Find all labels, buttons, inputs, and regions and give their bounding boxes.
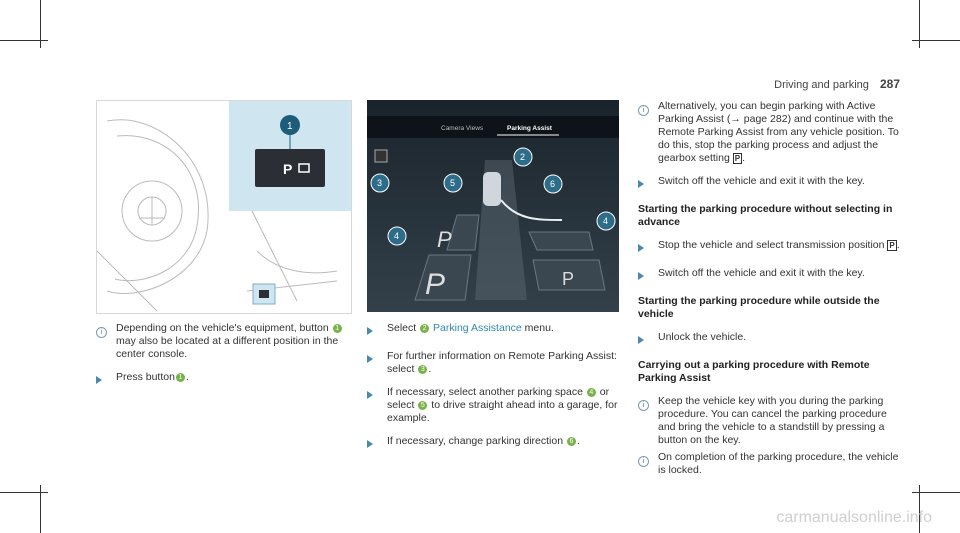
step-block: If necessary, change parking direction 6… — [367, 435, 619, 453]
crop-mark — [40, 485, 41, 533]
note-text: Depending on the vehicle's equipment, bu… — [116, 322, 329, 334]
note-block: i Depending on the vehicle's equipment, … — [96, 322, 350, 361]
step-text-end: menu. — [524, 322, 554, 334]
callout-number: 6 — [567, 437, 576, 446]
crop-mark — [0, 492, 48, 493]
column-3: i Alternatively, you can begin parking w… — [638, 100, 900, 477]
callout-number: 5 — [418, 401, 428, 410]
step-text: Select — [387, 322, 417, 334]
note-block: i Alternatively, you can begin parking w… — [638, 100, 900, 165]
page-number: 287 — [879, 77, 900, 91]
column-1: i Depending on the vehicle's equipment, … — [96, 322, 350, 399]
svg-text:5: 5 — [450, 178, 455, 188]
crop-mark — [919, 485, 920, 533]
svg-text:Parking Assist: Parking Assist — [507, 125, 553, 132]
step-block: For further information on Remote Parkin… — [367, 350, 619, 376]
note-text-end: . — [742, 152, 745, 164]
step-arrow-icon — [367, 391, 373, 399]
svg-text:P: P — [437, 227, 452, 252]
step-text-end: to drive straight ahead into a garage, f… — [387, 399, 618, 424]
parking-screen-illustration: Camera Views Parking Assist P P P 3 5 2 … — [367, 100, 619, 312]
step-block: Switch off the vehicle and exit it with … — [638, 175, 900, 193]
step-arrow-icon — [638, 272, 644, 280]
note-block: i On completion of the parking procedure… — [638, 451, 900, 477]
svg-text:2: 2 — [520, 152, 525, 162]
callout-number: 1 — [332, 324, 342, 333]
step-text: Stop the vehicle and select transmission… — [658, 239, 885, 251]
step-arrow-icon — [96, 376, 102, 384]
svg-text:4: 4 — [603, 216, 608, 226]
step-arrow-icon — [367, 355, 373, 363]
crop-mark — [40, 0, 41, 48]
step-text: If necessary, select another parking spa… — [387, 386, 583, 398]
section-heading: Carrying out a parking procedure with Re… — [638, 359, 870, 384]
section-heading: Starting the parking procedure without s… — [638, 203, 893, 228]
step-arrow-icon — [367, 440, 373, 448]
step-text: Unlock the vehicle. — [658, 331, 747, 343]
svg-text:3: 3 — [377, 178, 382, 188]
step-text: Switch off the vehicle and exit it with … — [658, 267, 865, 279]
info-icon: i — [638, 456, 649, 467]
figure-parking-assist-screen: Camera Views Parking Assist P P P 3 5 2 … — [367, 100, 619, 312]
step-arrow-icon — [638, 180, 644, 188]
crop-mark — [912, 40, 960, 41]
step-text-mid: or select — [387, 386, 610, 411]
step-arrow-icon — [638, 244, 644, 252]
step-text: Press button — [116, 371, 175, 383]
step-text-end: . — [577, 435, 580, 447]
svg-text:Camera Views: Camera Views — [441, 125, 484, 132]
step-text-end: . — [185, 371, 189, 383]
svg-text:P: P — [283, 161, 292, 177]
svg-text:P: P — [562, 269, 574, 289]
step-arrow-icon — [638, 336, 644, 344]
section-heading: Starting the parking procedure while out… — [638, 295, 880, 320]
section-title: Driving and parking — [774, 79, 869, 91]
gear-p-symbol: P — [732, 153, 743, 164]
figure-console-button: P 1 — [96, 100, 352, 314]
step-text: If necessary, change parking direction — [387, 435, 564, 447]
step-block: Switch off the vehicle and exit it with … — [638, 267, 900, 285]
crop-mark — [912, 492, 960, 493]
callout-number: 1 — [175, 373, 185, 382]
step-block: Stop the vehicle and select transmission… — [638, 239, 900, 257]
column-2: Select 2 Parking Assistance menu. For fu… — [367, 322, 619, 463]
step-text: For further information on Remote Parkin… — [387, 350, 617, 375]
info-icon: i — [638, 105, 649, 116]
step-text-end: . — [896, 239, 900, 251]
crop-mark — [0, 40, 48, 41]
step-block: Unlock the vehicle. — [638, 331, 900, 349]
console-illustration: P 1 — [97, 101, 351, 312]
step-block: If necessary, select another parking spa… — [367, 386, 619, 425]
note-text: Keep the vehicle key with you during the… — [658, 395, 887, 446]
note-text: On completion of the parking procedure, … — [658, 451, 899, 476]
watermark: carmanualsonline.info — [776, 509, 932, 526]
step-arrow-icon — [367, 327, 373, 335]
callout-number: 2 — [420, 324, 430, 333]
menu-link-parking-assistance[interactable]: Parking Assistance — [433, 322, 522, 334]
step-block: Select 2 Parking Assistance menu. — [367, 322, 619, 340]
svg-text:4: 4 — [394, 231, 399, 241]
callout-number: 3 — [418, 365, 428, 374]
svg-text:1: 1 — [287, 121, 293, 132]
step-text: Switch off the vehicle and exit it with … — [658, 175, 865, 187]
gear-p-symbol: P — [887, 240, 897, 251]
note-text-rest: may also be located at a different posit… — [116, 335, 339, 360]
note-text: Alternatively, you can begin parking wit… — [658, 100, 899, 164]
page-header: Driving and parking 287 — [774, 77, 900, 91]
step-text-end: . — [428, 363, 432, 375]
crop-mark — [919, 0, 920, 48]
note-block: i Keep the vehicle key with you during t… — [638, 395, 900, 447]
callout-number: 4 — [586, 388, 596, 397]
info-icon: i — [638, 400, 649, 411]
svg-text:6: 6 — [550, 179, 555, 189]
info-icon: i — [96, 327, 107, 338]
svg-text:P: P — [425, 268, 445, 301]
